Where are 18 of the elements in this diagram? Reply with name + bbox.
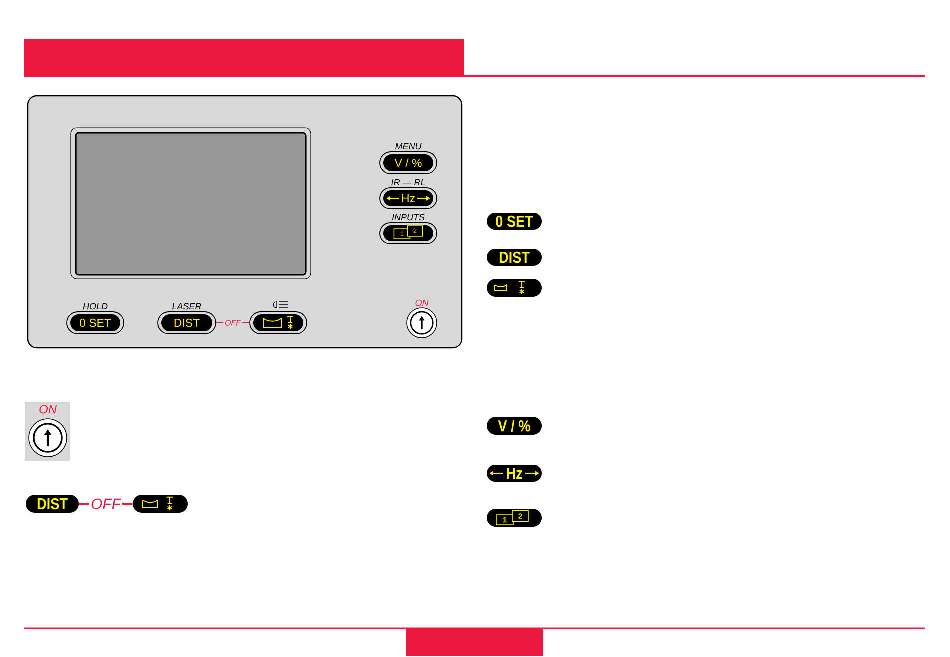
key-caption: IR — RL (392, 179, 426, 186)
key-caption: LASER (172, 303, 202, 310)
edge-label: OFF (224, 318, 242, 328)
key-button: DIST (487, 249, 542, 266)
key-button: Hz (380, 188, 438, 210)
key-button: DIST (158, 312, 216, 334)
key-button: DIST (26, 495, 79, 513)
edge-label: OFF (90, 497, 122, 511)
key-caption: HOLD (83, 303, 108, 310)
key-button: 0 SET (66, 312, 124, 334)
key-button: V / % (380, 152, 438, 174)
key-button: Hz (487, 465, 542, 482)
key-caption: MENU (396, 143, 422, 150)
key-caption: ON (416, 300, 429, 306)
key-caption: INPUTS (392, 214, 425, 221)
key-button: V / % (487, 417, 542, 435)
key-button: 0 SET (487, 213, 542, 230)
key-caption: ON (40, 405, 58, 414)
